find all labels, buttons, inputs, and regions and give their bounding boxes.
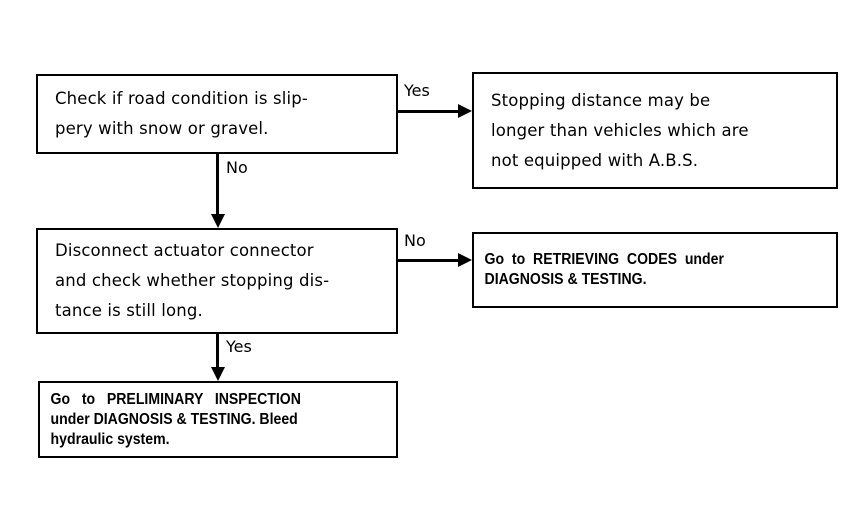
node-line: Go to PRELIMINARY INSPECTION [50, 390, 301, 408]
node-go-to-preliminary-inspection: Go to PRELIMINARY INSPECTION under DIAGN… [38, 381, 398, 458]
node-stopping-distance-longer: Stopping distance may be longer than veh… [472, 72, 838, 189]
arrow-right-icon [458, 253, 472, 267]
node-line: longer than vehicles which are [491, 120, 749, 140]
node-line: DIAGNOSIS & TESTING. [484, 271, 647, 288]
node-go-to-retrieving-codes: Go to RETRIEVING CODES under DIAGNOSIS &… [472, 232, 838, 308]
node-line: hydraulic system. [50, 430, 170, 448]
node-line: and check whether stopping dis- [55, 271, 330, 290]
connector-label-yes-top: Yes [404, 81, 430, 100]
node-line: Stopping distance may be [491, 90, 711, 110]
node-line: not equipped with A.B.S. [491, 150, 699, 170]
node-disconnect-actuator-connector: Disconnect actuator connector and check … [36, 228, 398, 334]
arrow-right-icon [458, 104, 472, 118]
connector-no-down-line [216, 154, 219, 216]
node-line: Go to RETRIEVING CODES under [484, 251, 724, 268]
connector-yes-down-line [216, 334, 219, 369]
node-line: tance is still long. [55, 301, 203, 320]
connector-no-mid-line [398, 259, 460, 262]
node-check-road-condition: Check if road condition is slip- pery wi… [36, 74, 398, 154]
arrow-down-icon [211, 367, 225, 381]
arrow-down-icon [211, 214, 225, 228]
node-line: pery with snow or gravel. [55, 119, 269, 138]
connector-label-yes-down: Yes [226, 337, 252, 356]
node-line: Disconnect actuator connector [55, 241, 314, 260]
node-line: Check if road condition is slip- [55, 89, 308, 108]
connector-label-no-mid: No [404, 231, 426, 250]
connector-yes-top-line [398, 110, 460, 113]
node-line: under DIAGNOSIS & TESTING. Bleed [50, 410, 298, 428]
connector-label-no-down: No [226, 158, 248, 177]
